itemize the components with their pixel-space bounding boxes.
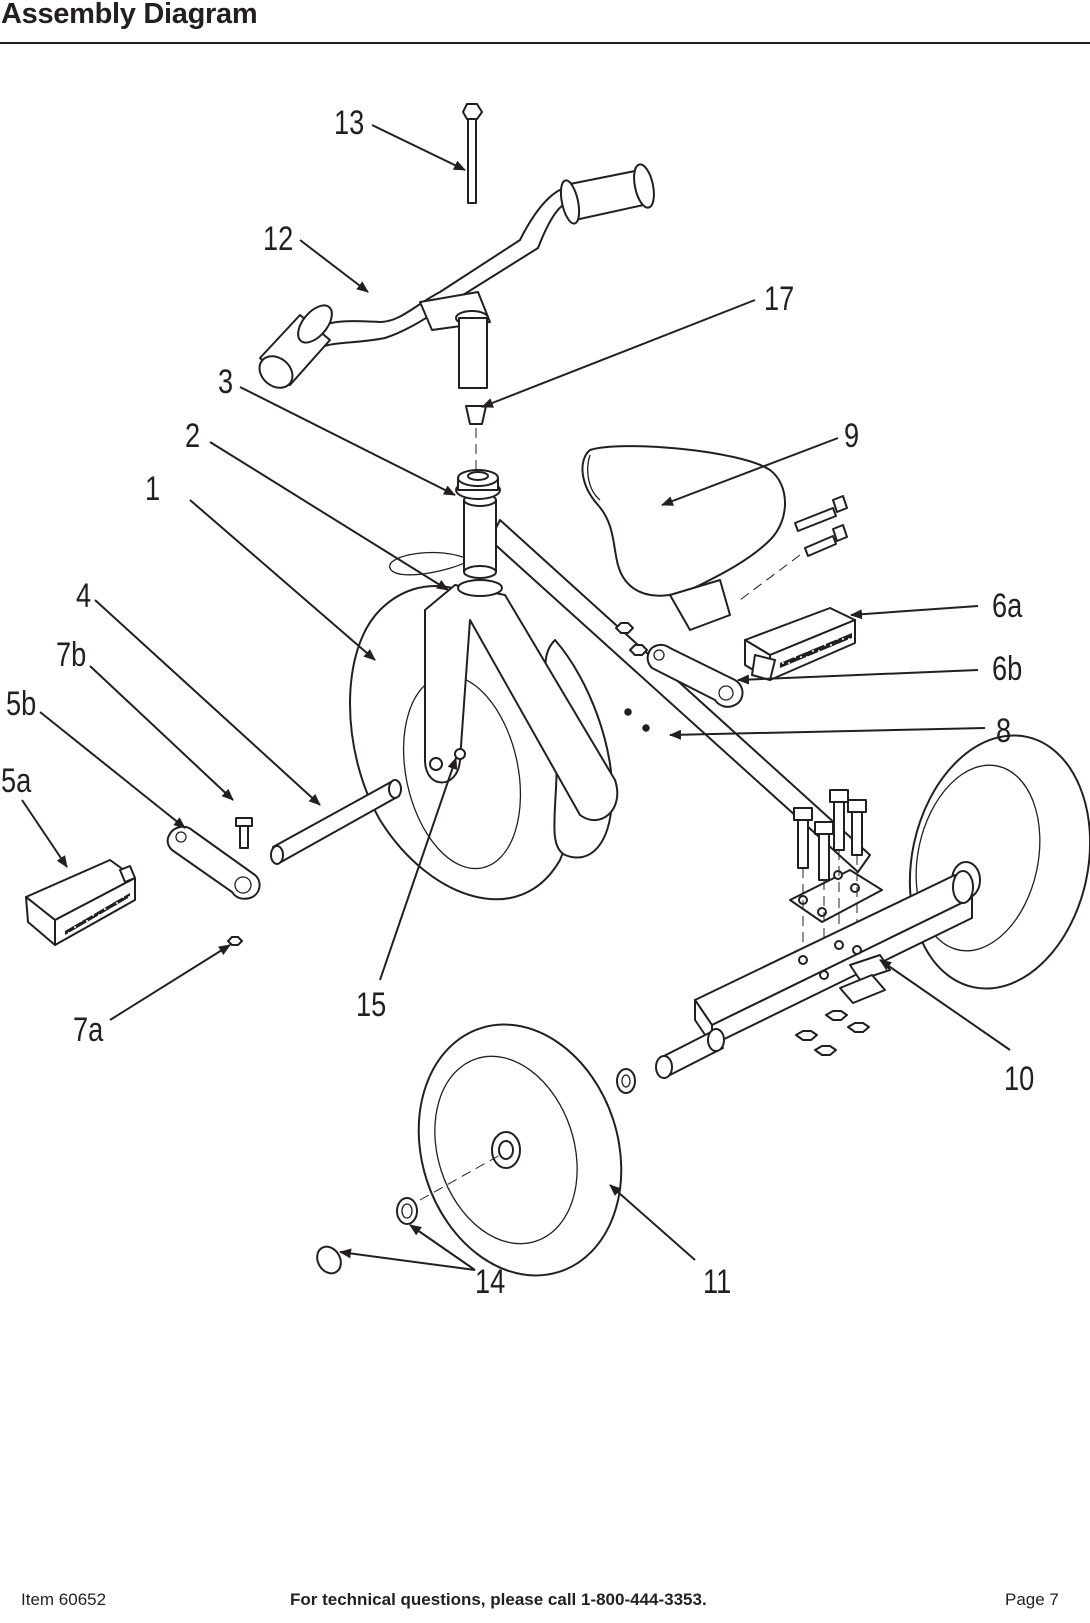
fender-loop: [389, 551, 471, 576]
callout-6a: 6a: [992, 586, 1023, 625]
callout-10: 10: [1004, 1059, 1034, 1098]
front-axle: [270, 779, 402, 865]
seat: [581, 445, 786, 631]
callout-3: 3: [218, 362, 233, 401]
left-pedal: [25, 859, 136, 946]
callout-11: 11: [703, 1262, 731, 1301]
hub-cap: [316, 1245, 342, 1275]
left-crank: [166, 825, 261, 900]
head-tube: [457, 493, 503, 597]
axle-washer-inner: [616, 1068, 636, 1094]
rear-axle: [655, 870, 974, 1079]
page-footer: Item 60652 For technical questions, plea…: [0, 1590, 1090, 1618]
crank-nut: [227, 936, 243, 946]
mounting-bolts: [793, 789, 867, 975]
callout-5b: 5b: [6, 684, 36, 723]
callout-7b: 7b: [56, 635, 86, 674]
callout-9: 9: [844, 416, 859, 455]
callout-6b: 6b: [992, 649, 1022, 688]
front-fork: [424, 584, 619, 821]
axle-nuts: [795, 1010, 870, 1056]
right-pedal: [744, 607, 856, 681]
tech-support-text: For technical questions, please call 1-8…: [290, 1590, 707, 1609]
seat-nuts: [615, 622, 648, 656]
leader-lines: [21, 124, 1011, 1271]
callout-2: 2: [185, 416, 200, 455]
right-crank: [646, 643, 744, 708]
callout-7a: 7a: [73, 1010, 104, 1049]
clamp-bolt: [462, 103, 483, 204]
callout-8: 8: [996, 711, 1011, 750]
rear-wheel-right: [908, 734, 1090, 990]
callout-labels: 13 12 17 3 2 1 9 6a 6b 8 4 7b 5b 5a 7a 1…: [1, 103, 1034, 1301]
headset-cup: [455, 469, 501, 500]
callout-17: 17: [764, 279, 794, 318]
callout-4: 4: [76, 576, 91, 615]
callout-1: 1: [145, 469, 160, 508]
handlebar: [258, 163, 655, 389]
crank-pin: [235, 817, 253, 849]
callout-14: 14: [475, 1262, 505, 1301]
seat-bolts: [794, 495, 848, 557]
page-number: Page 7: [1005, 1590, 1059, 1609]
page-header: Assembly Diagram: [0, 0, 1090, 44]
callout-12: 12: [263, 219, 293, 258]
item-number: Item 60652: [21, 1590, 107, 1609]
stem-end: [465, 405, 487, 425]
callout-13: 13: [334, 103, 364, 142]
callout-15: 15: [356, 985, 386, 1024]
callout-5a: 5a: [1, 761, 32, 800]
rear-wheel-left: [417, 1023, 623, 1277]
axle-washer-outer: [396, 1197, 418, 1225]
assembly-diagram: 13 12 17 3 2 1 9 6a 6b 8 4 7b 5b 5a 7a 1…: [1, 103, 1090, 1301]
page-title: Assembly Diagram: [1, 0, 258, 30]
